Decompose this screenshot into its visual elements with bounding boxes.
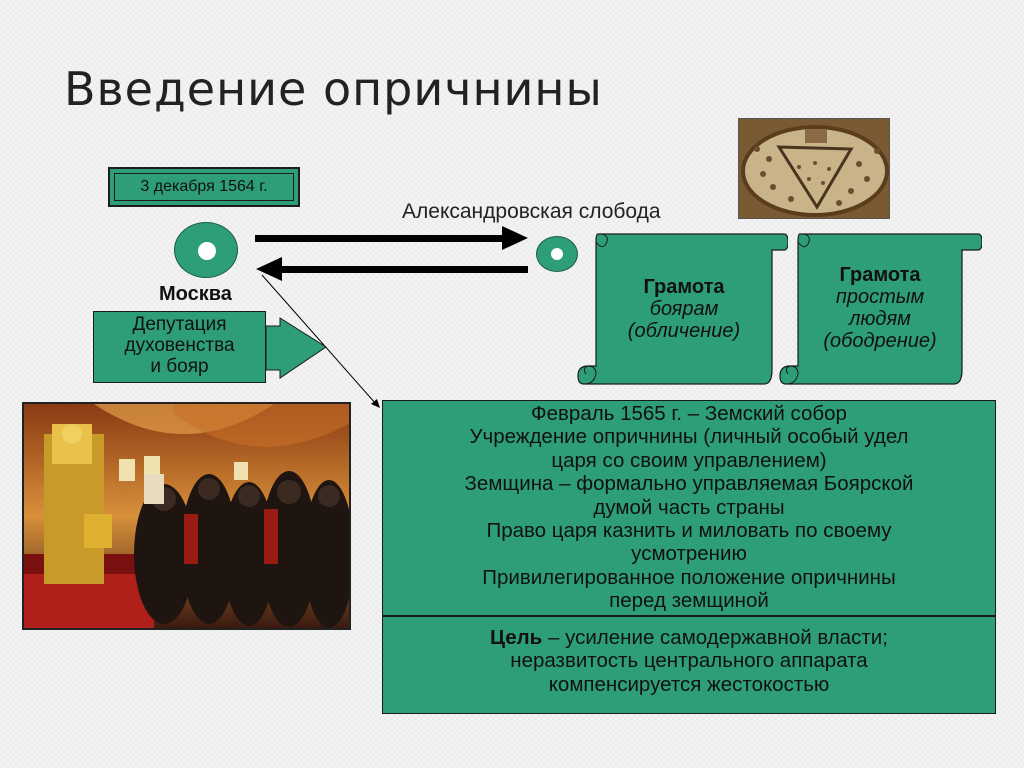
- moscow-marker-icon: [174, 222, 238, 278]
- main-line-6: Право царя казнить и миловать по своему: [486, 519, 892, 543]
- scroll-people-line-3: (ободрение): [823, 330, 937, 352]
- scroll-boyars: Грамота боярам (обличение): [576, 230, 788, 386]
- scroll-people-line-1: простым: [835, 286, 925, 308]
- main-line-2: Учреждение опричнины (личный особый удел: [469, 425, 909, 449]
- deputation-line-1: Депутация: [132, 314, 227, 335]
- date-label: 3 декабря 1564 г.: [114, 173, 294, 201]
- main-line-7: усмотрению: [631, 542, 747, 566]
- deputation-arrow-head: [265, 317, 327, 379]
- scroll-boyars-heading: Грамота: [643, 276, 725, 298]
- scroll-people-heading: Грамота: [839, 264, 921, 286]
- main-line-4: Земщина – формально управляемая Боярской: [464, 472, 914, 496]
- main-line-8: Привилегированное положение опричнины: [482, 565, 896, 589]
- scroll-people-line-2: людям: [849, 308, 911, 330]
- main-info-box: Февраль 1565 г. – Земский собор Учрежден…: [382, 400, 996, 714]
- deputation-line-2: духовенства: [124, 335, 235, 356]
- scroll-boyars-line-2: (обличение): [627, 320, 741, 342]
- goal-line-2: неразвитость центрального аппарата: [510, 649, 868, 673]
- main-line-1: Февраль 1565 г. – Земский собор: [531, 402, 847, 425]
- main-line-3: царя со своим управлением): [551, 448, 827, 472]
- goal-line-3: компенсируется жестокостью: [548, 672, 830, 696]
- moscow-label: Москва: [159, 283, 232, 305]
- scroll-people: Грамота простым людям (ободрение): [778, 230, 982, 386]
- main-info-top: Февраль 1565 г. – Земский собор Учрежден…: [383, 401, 995, 617]
- sloboda-marker-icon: [536, 236, 578, 272]
- scroll-boyars-line-1: боярам: [649, 298, 719, 320]
- goal-label: Цель: [490, 626, 543, 649]
- connector-line: [261, 274, 380, 408]
- main-line-9: перед земщиной: [609, 589, 769, 613]
- arrow-to-moscow: [256, 257, 528, 281]
- slide-title: Введение опричнины: [64, 62, 603, 116]
- goal-line-1: – усиление самодержавной власти;: [542, 626, 888, 649]
- date-box: 3 декабря 1564 г.: [108, 167, 300, 207]
- historical-painting-image: [22, 402, 351, 630]
- arrow-to-sloboda: [255, 226, 528, 250]
- goal-section: Цель – усиление самодержавной власти; не…: [383, 617, 995, 696]
- sloboda-label: Александровская слобода: [402, 200, 661, 223]
- main-line-5: думой часть страны: [593, 495, 785, 519]
- sloboda-map-image: [738, 118, 890, 219]
- deputation-line-3: и бояр: [150, 356, 209, 377]
